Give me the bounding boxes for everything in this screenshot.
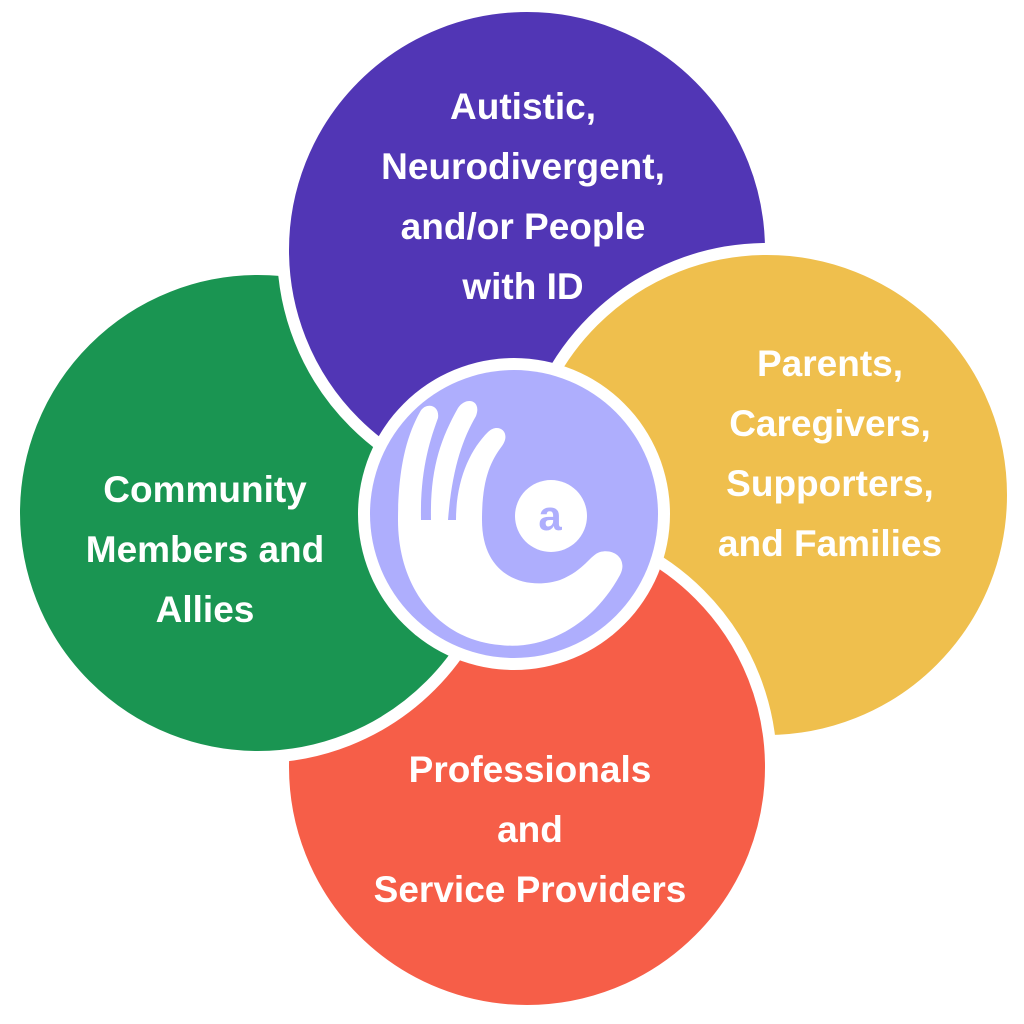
label-line: Caregivers, xyxy=(729,403,931,444)
label-parents: Parents, Caregivers, Supporters, and Fam… xyxy=(718,334,942,574)
label-line: Community xyxy=(103,469,307,510)
circle-autistic-overlap xyxy=(277,0,520,470)
label-line: Professionals xyxy=(408,749,652,790)
label-line: Service Providers xyxy=(373,869,687,910)
label-line: Autistic, xyxy=(450,86,596,127)
hand-with-a-icon: a xyxy=(398,401,623,646)
label-line: and xyxy=(497,809,563,850)
label-autistic: Autistic, Neurodivergent, and/or People … xyxy=(381,77,665,317)
label-line: Parents, xyxy=(756,343,904,384)
label-community: Community Members and Allies xyxy=(86,460,325,640)
label-line: and Families xyxy=(717,523,943,564)
label-line: Supporters, xyxy=(726,463,934,504)
label-line: with ID xyxy=(462,266,584,307)
label-line: Allies xyxy=(155,589,255,630)
label-line: Neurodivergent, xyxy=(381,146,665,187)
logo-letter: a xyxy=(538,492,562,539)
center-logo: a xyxy=(358,358,670,670)
label-line: Members and xyxy=(85,529,325,570)
label-professionals: Professionals and Service Providers xyxy=(374,740,687,920)
label-line: and/or People xyxy=(400,206,646,247)
